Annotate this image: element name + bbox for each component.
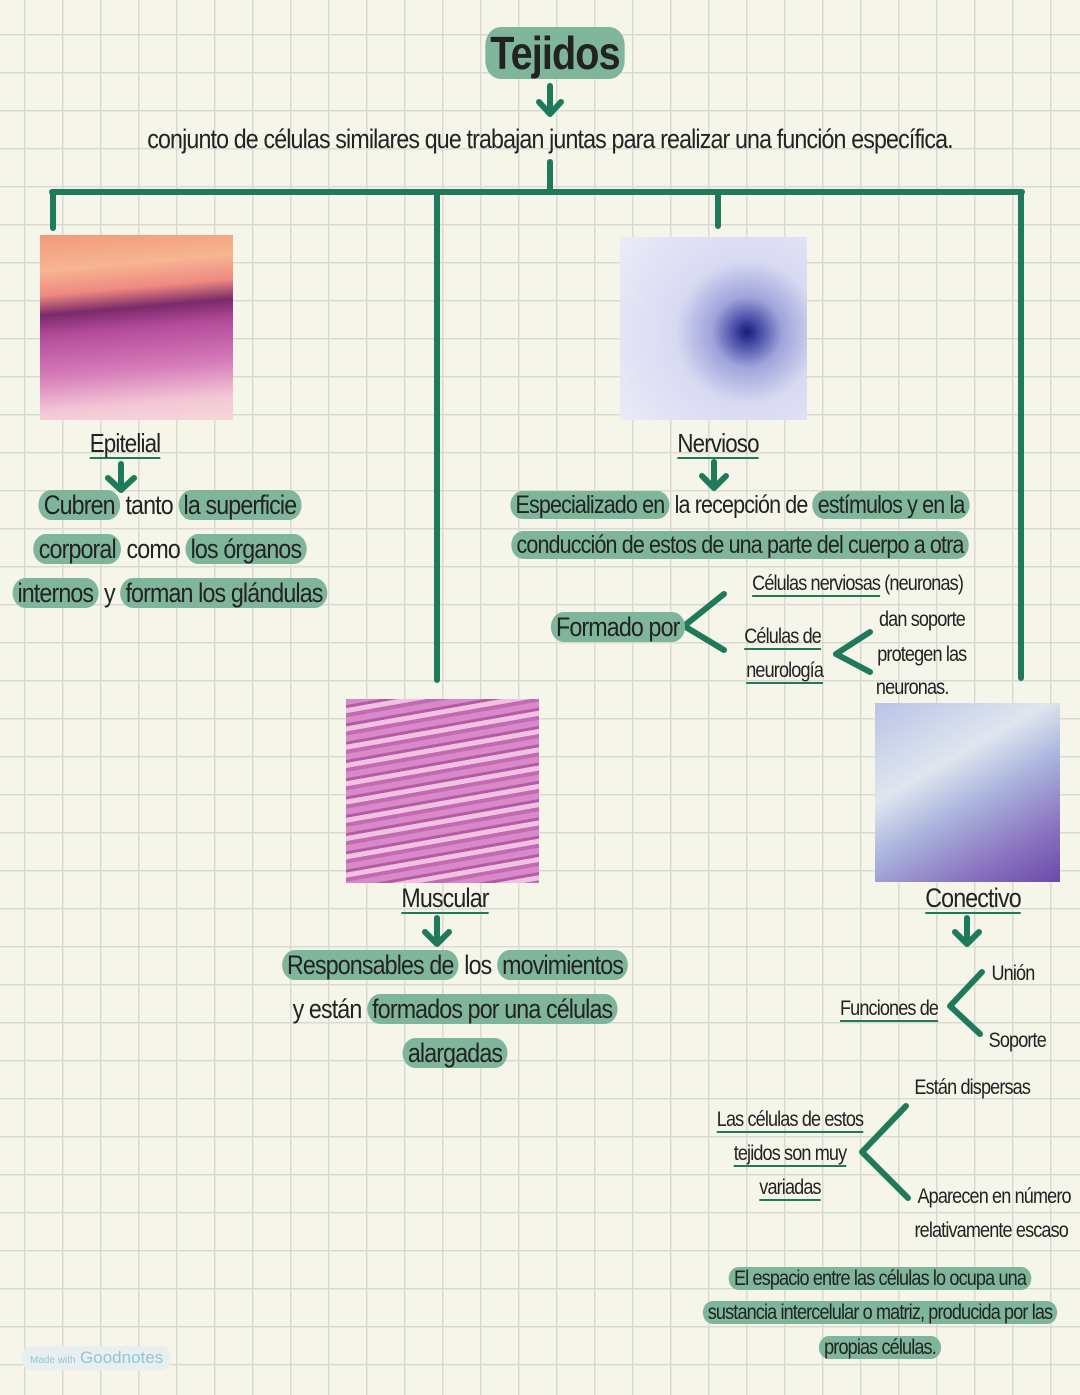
celulas-line-2: tejidos son muy — [733, 1142, 847, 1165]
text: y — [98, 578, 121, 608]
muscular-line: alargadas — [154, 1038, 756, 1069]
highlighted-text: internos — [12, 578, 99, 608]
goodnotes-watermark: Made with Goodnotes — [22, 1346, 172, 1370]
text: y están — [292, 994, 368, 1024]
espacio-line-1: El espacio entre las células lo ocupa un… — [665, 1267, 1080, 1291]
watermark-made-with: Made with — [30, 1355, 76, 1366]
highlighted-text: Cubren — [38, 490, 120, 520]
funciones-de: Funciones de — [839, 997, 939, 1020]
page-title: Tejidos — [456, 26, 654, 80]
nervioso-line: conducción de estos de una parte del cue… — [439, 531, 1041, 560]
estan-dispersas: Están dispersas — [914, 1076, 1031, 1099]
nervioso-line: Especializado en la recepción de estímul… — [439, 491, 1041, 520]
text: como — [120, 534, 186, 564]
conectivo-label: Conectivo — [925, 883, 1021, 913]
nervioso-label: Nervioso — [677, 428, 759, 458]
muscular-arrow — [422, 915, 452, 947]
highlighted-text: formados por una células — [367, 994, 618, 1024]
nervioso-image — [620, 237, 807, 420]
celulas-bracket — [859, 1103, 911, 1201]
funcion-union: Unión — [991, 962, 1035, 985]
neurologia: neurología — [746, 659, 824, 682]
espacio-line-2: sustancia intercelular o matriz, produci… — [665, 1301, 1080, 1325]
muscular-image — [346, 699, 539, 883]
highlighted-text: estímulos y en la — [812, 491, 970, 519]
epitelial-image — [40, 235, 233, 420]
aparecen-line-1: Aparecen en número — [917, 1185, 1071, 1208]
highlighted-text: corporal — [33, 534, 121, 564]
highlighted-text: forman los glándulas — [120, 578, 328, 608]
aparecen-line-2: relativamente escaso — [914, 1219, 1068, 1242]
epitelial-line: internos y forman los glándulas — [0, 578, 471, 609]
title-arrow — [536, 83, 564, 117]
text: los — [458, 950, 497, 980]
epitelial-arrow — [105, 461, 137, 493]
highlighted-text: Responsables de — [281, 950, 459, 980]
funcion-soporte: Soporte — [988, 1029, 1047, 1052]
watermark-brand: Goodnotes — [80, 1348, 164, 1367]
espacio-line-3: propias células. — [665, 1336, 1080, 1360]
formado-bracket — [681, 591, 727, 653]
neurologia-bracket — [833, 629, 873, 675]
nervioso-arrow — [699, 459, 729, 491]
text: tanto — [119, 490, 179, 520]
highlighted-text: los órganos — [185, 534, 307, 564]
muscular-label: Muscular — [401, 883, 489, 913]
soporte-line-2: protegen las — [877, 643, 967, 666]
highlighted-text: alargadas — [402, 1038, 508, 1068]
epitelial-line: Cubren tanto la superficie — [0, 490, 471, 521]
highlighted-text: la superficie — [178, 490, 302, 520]
muscular-line: Responsables de los movimientos — [154, 950, 756, 981]
conectivo-image — [875, 703, 1060, 882]
text: la recepción de — [669, 491, 813, 519]
epitelial-label: Epitelial — [89, 428, 161, 458]
celulas-line-1: Las células de estos — [716, 1108, 864, 1131]
muscular-line: y están formados por una células — [154, 994, 756, 1025]
highlighted-text: conducción de estos de una parte del cue… — [511, 531, 969, 559]
celulas-de: Células de — [744, 625, 822, 648]
celulas-nerviosas: Células nerviosas (neuronas) — [752, 572, 964, 595]
funciones-bracket — [947, 969, 985, 1037]
soporte-line-1: dan soporte — [878, 608, 966, 631]
epitelial-line: corporal como los órganos — [0, 534, 471, 565]
definition: conjunto de células similares que trabaj… — [147, 124, 953, 154]
main-branch — [49, 159, 1025, 683]
highlighted-text: Especializado en — [510, 491, 670, 519]
soporte-line-3: neuronas. — [875, 676, 949, 699]
highlighted-text: movimientos — [496, 950, 629, 980]
formado-por: Formado por — [550, 612, 685, 643]
conectivo-arrow — [952, 915, 982, 947]
celulas-line-3: variadas — [759, 1176, 821, 1199]
